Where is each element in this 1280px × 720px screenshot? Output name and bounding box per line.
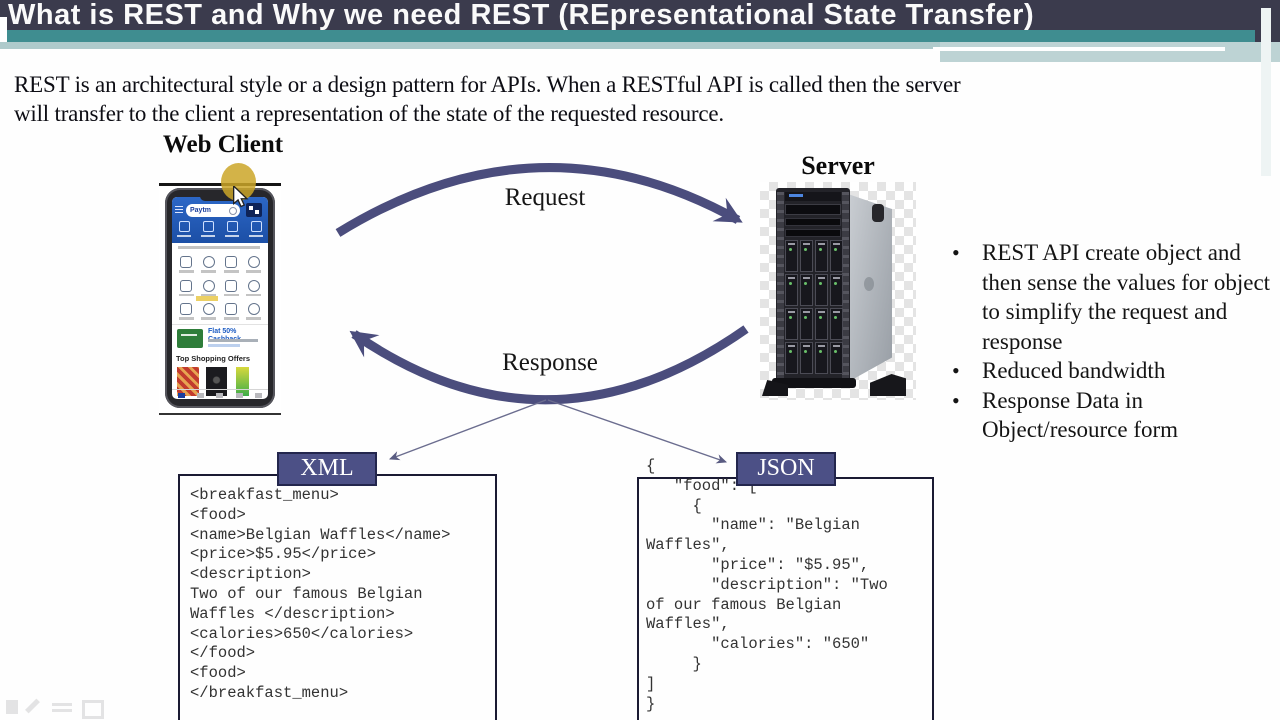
bullet-dot: •	[952, 387, 960, 413]
phone-offer-banner: Flat 50% Cashback	[172, 324, 268, 353]
product-thumb	[177, 367, 199, 396]
response-label: Response	[502, 349, 598, 376]
bullet-dot: •	[952, 240, 960, 265]
banner-link-bar	[208, 344, 240, 347]
light-teal-block	[940, 42, 1280, 62]
banner-sign-image	[177, 329, 203, 348]
json-label: JSON	[736, 452, 836, 486]
bullet-item: • Reduced bandwidth	[952, 356, 1280, 386]
hamburger-icon	[175, 206, 183, 214]
right-edge-strip	[1261, 8, 1271, 176]
server-logo-mark	[864, 277, 874, 291]
server-foot	[870, 374, 906, 396]
white-accent-line	[933, 47, 1225, 51]
xml-label: XML	[277, 452, 377, 486]
phone-icon-grid	[172, 253, 268, 323]
power-led	[789, 194, 803, 197]
xml-code: <breakfast_menu> <food> <name>Belgian Wa…	[190, 486, 451, 702]
server-front-panel	[776, 188, 850, 384]
response-to-xml-line	[389, 399, 547, 461]
product-thumb	[206, 367, 227, 396]
response-to-json-line	[547, 399, 727, 464]
phone-product-row	[172, 365, 268, 398]
faded-player-control	[6, 700, 18, 714]
drive-bays	[785, 240, 843, 374]
teal-accent-bar	[7, 30, 1255, 42]
shopping-offers-header: Top Shopping Offers	[176, 354, 251, 363]
phone-quick-actions	[172, 221, 268, 243]
request-label: Request	[504, 184, 586, 211]
web-client-label: Web Client	[162, 131, 284, 158]
left-edge-notch	[0, 17, 7, 42]
bullet-dot: •	[952, 358, 960, 383]
home-icon	[178, 392, 186, 398]
server-foot	[762, 380, 788, 396]
phone-nav-bar	[172, 389, 268, 399]
bullet-item: • REST API create object and then sense …	[952, 238, 1280, 356]
banner-offer-text: Flat 50% Cashback	[208, 328, 241, 343]
product-thumb	[236, 367, 249, 396]
banner-subtext-bar	[208, 339, 258, 342]
phone-promo-strip	[178, 246, 260, 249]
server-image	[760, 182, 916, 400]
phone-notch	[200, 195, 240, 201]
cashback-tag	[196, 296, 218, 301]
bullet-item: • Response Data in Object/resource form	[952, 386, 1280, 445]
faded-player-control	[82, 700, 104, 719]
bell-icon	[229, 207, 237, 215]
bullet-list: • REST API create object and then sense …	[952, 238, 1280, 445]
light-teal-strip	[0, 42, 940, 49]
faded-player-control	[52, 703, 72, 706]
mouse-cursor-icon	[233, 186, 249, 208]
client-phone-image: Paytm	[159, 183, 281, 415]
faded-player-control	[25, 698, 40, 714]
server-handle	[872, 204, 884, 222]
phone-search-bar: Paytm	[186, 204, 240, 217]
phone-app-header: Paytm	[172, 197, 268, 243]
faded-player-control	[52, 709, 72, 712]
json-code: { "food": [ { "name": "Belgian Waffles",…	[646, 457, 888, 713]
phone-bezel: Paytm	[165, 188, 275, 408]
title-bar	[0, 0, 1280, 30]
intro-paragraph: REST is an architectural style or a desi…	[14, 72, 961, 126]
qr-scan-icon	[246, 203, 262, 217]
slide-title: What is REST and Why we need REST (REpre…	[8, 0, 1035, 31]
paytm-logo: Paytm	[190, 207, 212, 214]
server-label: Server	[801, 151, 875, 180]
phone-screen: Paytm	[172, 197, 268, 399]
